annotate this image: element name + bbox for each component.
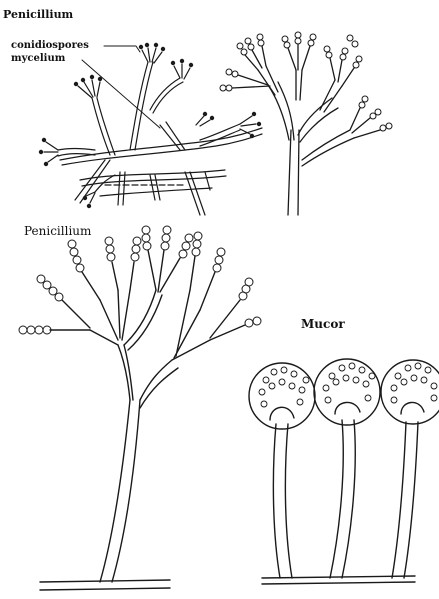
conidiospores-label: conidiospores xyxy=(11,40,89,51)
penicillium-title-large: Penicillium xyxy=(24,224,91,238)
penicillium-title-top: Penicillium xyxy=(3,8,73,21)
mucor-sporangiophores xyxy=(249,359,439,584)
conidiospore-clusters-small xyxy=(39,43,261,208)
conidiospore-chains-large xyxy=(19,226,261,334)
mycelium-label: mycelium xyxy=(11,53,65,64)
conidiospore-chains-small xyxy=(220,32,392,131)
penicillium-conidiophore-large xyxy=(40,250,245,590)
penicillium-colony xyxy=(44,48,262,215)
penicillium-conidiophore-small xyxy=(232,44,380,215)
mucor-title: Mucor xyxy=(301,317,345,331)
mucor-sporangiospores xyxy=(259,363,437,407)
